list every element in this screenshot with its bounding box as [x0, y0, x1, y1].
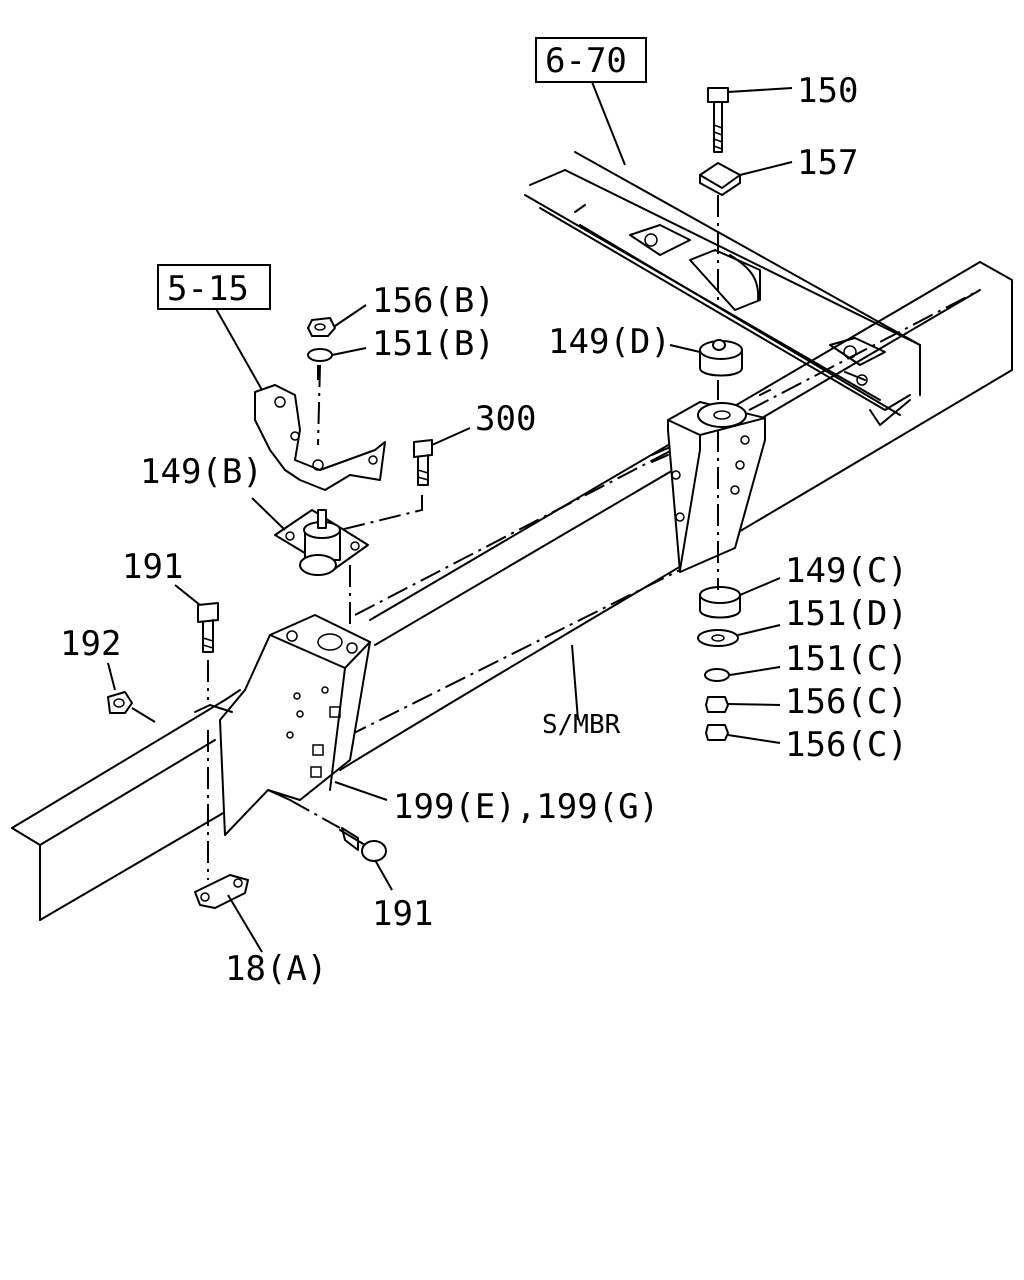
label-smbr: S/MBR [542, 710, 621, 740]
front-mount-bracket [194, 614, 371, 836]
leader-lines [107, 81, 793, 953]
ref-5-15-label: 5-15 [167, 269, 249, 309]
cab-mount-bracket-5-15 [254, 384, 386, 491]
label-300: 300 [475, 399, 536, 439]
label-149d: 149(D) [548, 322, 671, 362]
ref-6-70-label: 6-70 [545, 41, 627, 81]
ref-box-5-15 [157, 264, 271, 310]
label-156c-1: 156(C) [785, 682, 908, 722]
label-157: 157 [797, 143, 858, 183]
label-156b: 156(B) [372, 281, 495, 321]
rear-mount-bracket [651, 401, 766, 573]
label-199: 199(E),199(G) [393, 787, 659, 827]
label-150: 150 [797, 71, 858, 111]
label-18a: 18(A) [225, 949, 327, 989]
label-191-bottom: 191 [372, 894, 433, 934]
hardware-left [107, 317, 433, 909]
label-192: 192 [60, 624, 121, 664]
label-149c: 149(C) [785, 551, 908, 591]
rubber-mount-149b [274, 509, 369, 576]
label-156c-2: 156(C) [785, 725, 908, 765]
ref-box-6-70 [535, 37, 647, 83]
upper-crossmember [524, 151, 921, 426]
label-151c: 151(C) [785, 639, 908, 679]
mount-stack-right [697, 87, 743, 741]
label-151b: 151(B) [372, 324, 495, 364]
label-149b: 149(B) [140, 452, 263, 492]
label-151d: 151(D) [785, 594, 908, 634]
label-191-top: 191 [122, 547, 183, 587]
